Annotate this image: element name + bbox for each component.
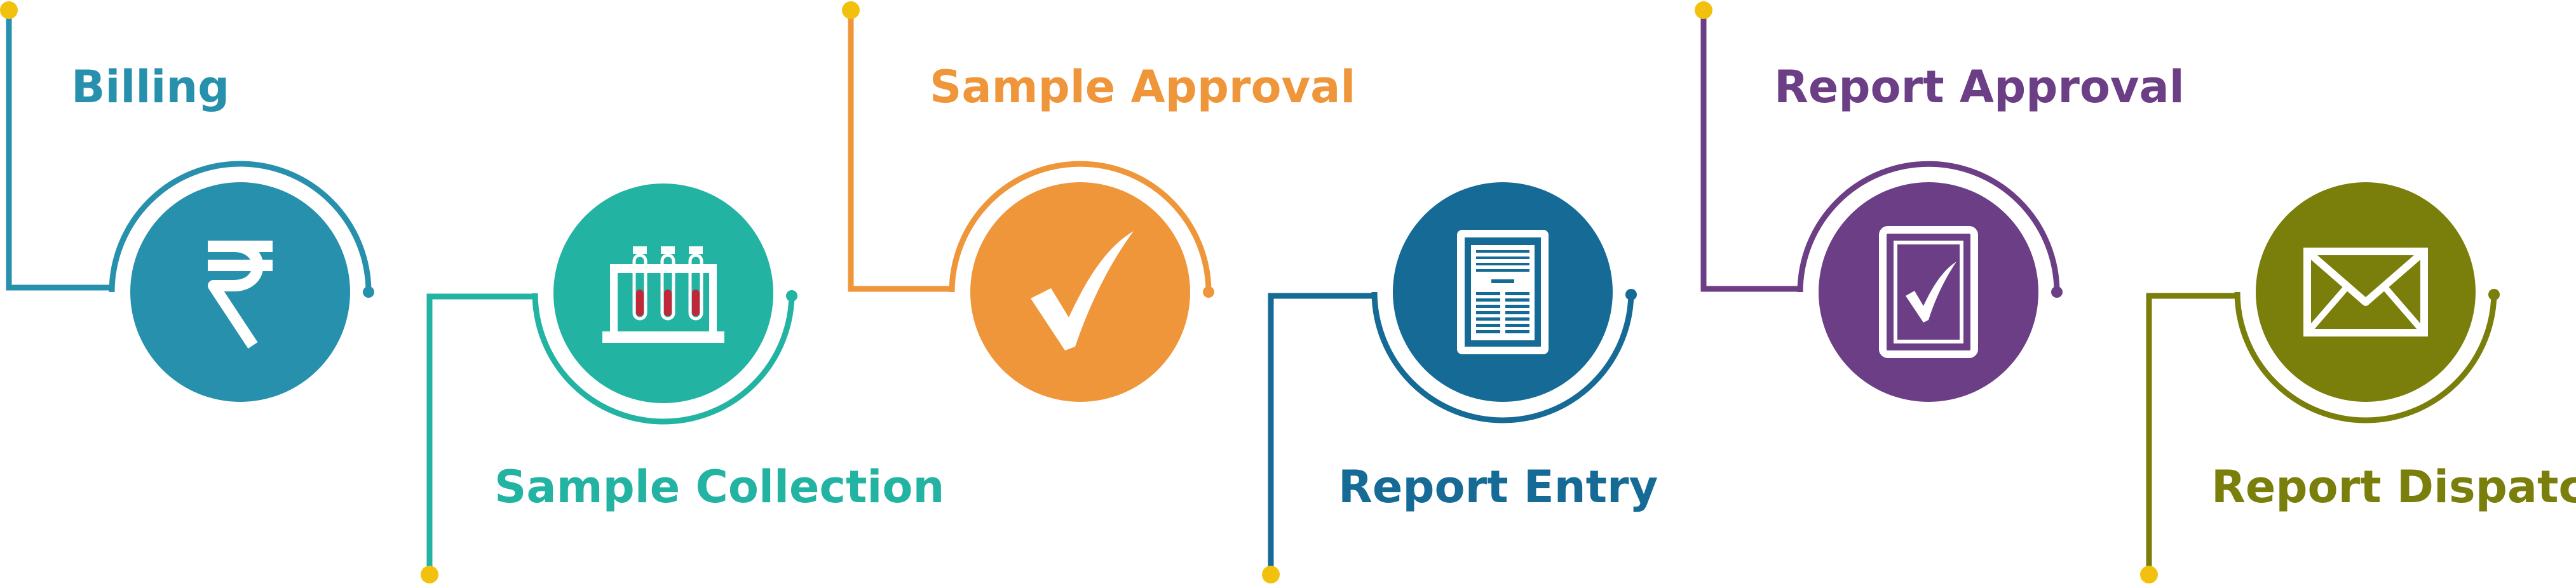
connector-line — [1700, 10, 1800, 292]
connector-end-dot — [2051, 286, 2063, 298]
step-sample-collection — [421, 183, 797, 583]
connector-arc — [1371, 291, 1634, 423]
step-billing — [0, 1, 374, 402]
step-sample-approval — [842, 1, 1214, 402]
connector-end-dot — [786, 290, 797, 302]
connector-end-dot — [1625, 289, 1637, 300]
step-circle — [130, 182, 350, 402]
connector-line — [426, 293, 535, 575]
step-label-sample-collection: Sample Collection — [494, 461, 945, 513]
step-circle — [1819, 182, 2038, 402]
step-label-sample-approval: Sample Approval — [930, 61, 1356, 113]
start-dot — [2140, 566, 2158, 583]
connector-line — [848, 10, 952, 292]
step-label-report-approval: Report Approval — [1774, 61, 2185, 113]
connector-arc — [532, 293, 795, 425]
rupee-icon — [208, 241, 273, 349]
envelope-icon — [2303, 248, 2428, 336]
start-dot — [1262, 566, 1280, 583]
connector-line — [2146, 293, 2237, 575]
step-circle — [2256, 182, 2476, 402]
start-dot — [0, 1, 18, 19]
step-report-dispatch — [2140, 182, 2500, 583]
connector-end-dot — [1203, 286, 1214, 298]
start-dot — [842, 1, 860, 19]
connector-arc — [1797, 161, 2060, 293]
step-circle — [970, 182, 1190, 402]
connector-line — [1268, 293, 1374, 575]
connector-arc — [109, 161, 372, 293]
step-label-report-dispatch: Report Dispatch — [2211, 461, 2576, 513]
connector-line — [6, 10, 112, 291]
step-label-report-entry: Report Entry — [1338, 461, 1658, 513]
approval-icon — [1879, 226, 1978, 358]
step-report-entry — [1262, 182, 1637, 583]
connector-arc — [2234, 291, 2497, 423]
checkmark-icon — [1031, 231, 1134, 350]
connector-end-dot — [2488, 289, 2500, 300]
step-label-billing: Billing — [71, 61, 230, 113]
start-dot — [421, 566, 438, 583]
connector-arc — [949, 161, 1212, 293]
test-tubes-icon — [602, 246, 724, 343]
connector-end-dot — [363, 286, 374, 298]
step-report-approval — [1695, 1, 2063, 402]
start-dot — [1695, 1, 1712, 19]
document-icon — [1457, 230, 1549, 354]
